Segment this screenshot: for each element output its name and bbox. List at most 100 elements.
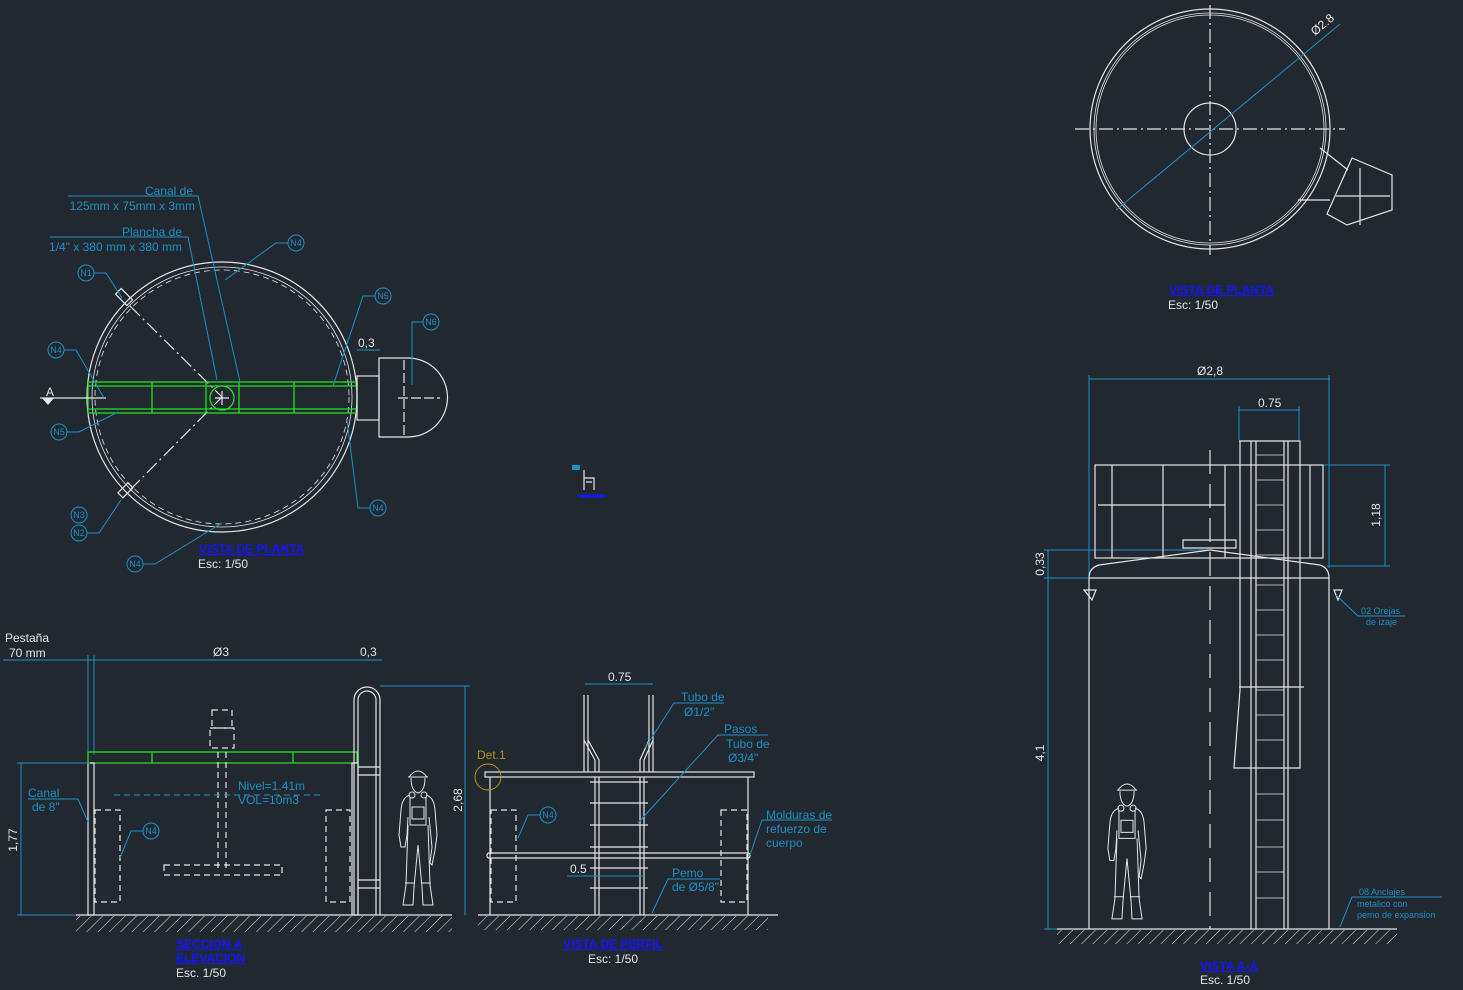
ground-hatch xyxy=(1057,930,1397,944)
ladder-rails xyxy=(594,777,645,915)
pasos-label-3: Ø3/4" xyxy=(728,751,758,765)
plan-left-title: VISTA DE PLANTA xyxy=(199,542,304,556)
ladder-platform xyxy=(1298,147,1393,226)
view-a-a: Ø2,8 0.75 1,18 0,33 4,1 02 Orejas de iza… xyxy=(1033,364,1442,987)
tag-n5-top: N5 xyxy=(332,287,392,387)
molduras-label-2: refuerzo de xyxy=(766,822,827,836)
baffle-right xyxy=(325,809,351,903)
detail-1-marker[interactable] xyxy=(474,763,502,791)
tag-n5-left-part xyxy=(67,411,119,433)
anclajes-label-2: metalico con xyxy=(1357,899,1408,909)
agitator-paddle xyxy=(163,864,283,876)
canal-label-2: 125mm x 75mm x 3mm xyxy=(70,199,195,213)
plan-right-scale: Esc: 1/50 xyxy=(1168,298,1218,312)
view-a-a-part xyxy=(1088,375,1330,578)
ladder-connector xyxy=(356,375,380,421)
leader-molduras xyxy=(749,819,832,856)
view-a-a-part xyxy=(1098,465,1311,558)
tank-inner-wall xyxy=(91,266,353,528)
section-a-elevation: Pestaña 70 mm Ø3 0,3 Nivel=1.41m VOL=10m… xyxy=(3,631,470,980)
tag-n1-part xyxy=(94,272,123,299)
tag-n5-left: N5 xyxy=(50,411,119,441)
access-ladder xyxy=(353,686,381,915)
dim-line-diameter xyxy=(1115,23,1341,211)
dim-075-label: 0.75 xyxy=(1258,396,1282,410)
plan-left-scale: Esc: 1/50 xyxy=(198,557,248,571)
tag-n4-right-part xyxy=(369,499,387,517)
tag-n6: N6 xyxy=(411,313,440,385)
ladder-rails xyxy=(1250,441,1289,929)
tag-n2-part xyxy=(70,524,88,542)
tag-n4-right-part: N4 xyxy=(372,503,384,513)
dim-033-label: 0,33 xyxy=(1033,552,1047,576)
profile-view-part xyxy=(490,809,517,903)
ucs-marker-icon-part xyxy=(583,470,595,490)
molduras-label-3: cuerpo xyxy=(766,836,803,850)
tag-n4-part xyxy=(539,806,557,824)
tank-wall-left xyxy=(87,762,95,916)
tag-n5-left-part: N5 xyxy=(53,427,65,437)
tag-n1: N1 xyxy=(77,264,123,299)
leader-canal xyxy=(28,798,89,823)
tag-n4-top-part: N4 xyxy=(290,238,302,248)
tag-n4-bottom-part: N4 xyxy=(129,559,141,569)
canal-label-1: Canal xyxy=(28,786,59,800)
section-a-scale: Esc. 1/50 xyxy=(176,966,226,980)
tag-n5-top-part xyxy=(332,295,375,387)
pasos-label-1: Pasos xyxy=(724,722,757,736)
leader-plancha xyxy=(50,236,218,381)
pemo-label-2: de Ø5/8" xyxy=(672,880,719,894)
tag-n4-left-part: N4 xyxy=(50,345,62,355)
dim-height-label: 2,68 xyxy=(451,788,465,812)
reinforcement-molding xyxy=(486,852,751,859)
tank-body xyxy=(1088,549,1330,929)
agitator-plate xyxy=(209,385,235,411)
section-a-elevation-part xyxy=(358,766,380,889)
ucs-marker-icon xyxy=(572,465,606,498)
leader-orejas xyxy=(1335,594,1405,617)
tag-n4-bottom-part xyxy=(126,555,144,573)
leader-canal xyxy=(68,195,241,383)
tank-body xyxy=(489,777,749,915)
pestana-label-2: 70 mm xyxy=(9,646,46,660)
tag-n4-right: N4 xyxy=(346,419,387,517)
dim-177-label: 1,77 xyxy=(6,828,20,852)
dim-075-label: 0.75 xyxy=(608,670,632,684)
dim-118-label: 1,18 xyxy=(1369,503,1383,527)
tag-n6-part xyxy=(422,313,440,331)
plan-view-left: A 0,3 Canal de 125mm x 75mm x 3mm Planch… xyxy=(40,184,449,573)
orejas-label-1: 02 Orejas xyxy=(1361,606,1401,616)
section-a-title-2: ELEVACION xyxy=(176,951,245,965)
leader-anclajes xyxy=(1339,896,1442,928)
profile-view: 0.75 0.5 Det.1 Tubo de Ø1/2" Pasos Tubo … xyxy=(474,670,832,966)
nivel-label: Nivel=1.41m xyxy=(238,779,305,793)
top-railing xyxy=(1094,464,1324,559)
tag-n4-top-part xyxy=(287,234,305,252)
section-arrow-icon xyxy=(42,398,54,405)
tag-n4-part: N4 xyxy=(145,826,157,836)
tag-n4-part xyxy=(142,822,160,840)
profile-scale: Esc: 1/50 xyxy=(588,952,638,966)
molduras-label-1: Molduras de xyxy=(766,808,832,822)
ground-hatch xyxy=(76,916,452,932)
human-scale-figure xyxy=(398,770,438,906)
agitator-motor xyxy=(211,709,233,729)
tag-n4-right-part xyxy=(346,419,370,509)
dim-line-033 xyxy=(1044,549,1210,579)
profile-view-part xyxy=(720,809,748,903)
manway-platform xyxy=(378,357,449,438)
tag-n1-part: N1 xyxy=(80,268,92,278)
pemo-label-1: Pemo xyxy=(672,866,704,880)
tag-n3-part: N3 xyxy=(73,510,85,520)
leader-pasos xyxy=(637,734,768,824)
tag-n4-left-part xyxy=(47,341,65,359)
ladder-cage xyxy=(1233,440,1304,769)
tag-n3-part xyxy=(70,506,88,524)
human-scale-figure xyxy=(1107,783,1147,920)
plancha-label-1: Plancha de xyxy=(122,225,182,239)
leader-tubo xyxy=(644,702,724,749)
view-aa-title: VISTA A-A xyxy=(1200,959,1259,973)
dim-line-41 xyxy=(1044,578,1090,930)
tag-n4-top-part xyxy=(224,242,288,281)
